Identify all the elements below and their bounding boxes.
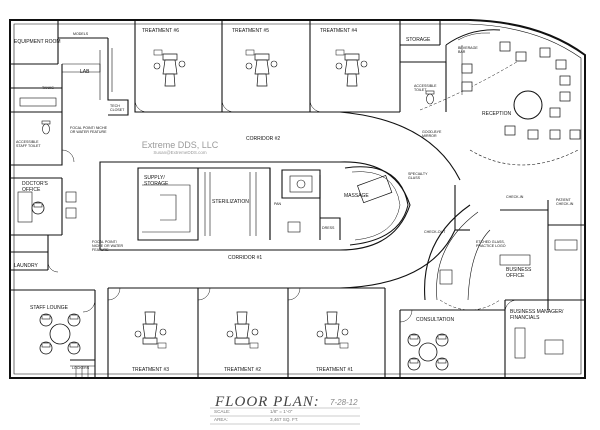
label-accessible-staff-toilet: ACCESSIBLE STAFF TOILET — [16, 140, 41, 149]
label-etched-glass: ETCHED GLASS, PRACTICE LOGO — [476, 240, 506, 249]
label-specialty-glass: SPECIALTY GLASS — [408, 172, 428, 181]
label-check-in: CHECK-IN — [506, 195, 524, 199]
label-models: MODELS — [73, 32, 89, 36]
label-treatment-2: TREATMENT #2 — [224, 367, 262, 373]
watermark-email: Susan@ExtremeDDS.com — [153, 150, 207, 155]
business-desks — [439, 239, 578, 359]
label-doctors-office: DOCTOR'S OFFICE — [22, 181, 48, 193]
treatment-rooms-bottom — [107, 287, 386, 378]
label-good-bye-mirror: GOOD-BYE MIRROR — [422, 130, 442, 139]
center-core — [99, 161, 411, 251]
scale-label: SCALE: — [214, 409, 231, 414]
label-check-out: CHECK-OUT — [424, 230, 446, 234]
plan-date: 7-28-12 — [330, 398, 358, 407]
label-treatment-4: TREATMENT #4 — [320, 28, 358, 34]
label-sterilization: STERILIZATION — [212, 199, 249, 205]
accessible-toilet-fixture — [425, 90, 435, 105]
watermark-company: Extreme DDS, LLC — [141, 140, 219, 150]
label-pan: PAN — [274, 202, 282, 206]
label-accessible-toilet: ACCESSIBLE TOILET — [414, 84, 437, 93]
label-tanks: TANKS — [42, 86, 54, 90]
label-treatment-6: TREATMENT #6 — [142, 28, 180, 34]
corridor-arcs — [339, 111, 461, 289]
outer-walls-inner-line — [13, 23, 582, 375]
label-tech-closet: TECH CLOSET — [110, 104, 125, 113]
label-treatment-3: TREATMENT #3 — [132, 367, 170, 373]
label-massage: MASSAGE — [344, 193, 369, 199]
label-beverage-bar: BEVERAGE BAR — [458, 46, 478, 55]
doctors-office-desk — [17, 191, 77, 223]
area-label: AREA: — [214, 417, 228, 422]
business-office — [399, 200, 585, 378]
label-focal-point-1: FOCAL POINT/ NICHE OR WATER FEATURE — [70, 126, 108, 135]
label-business-manager: BUSINESS MANAGER/ FINANCIALS — [510, 309, 564, 321]
staff-toilet-fixture — [41, 120, 51, 135]
dental-chairs-top — [153, 49, 368, 87]
label-consultation: CONSULTATION — [416, 317, 455, 323]
door-swings — [47, 99, 518, 323]
dental-chairs-bottom — [134, 311, 349, 349]
label-equipment-room: EQUIPMENT ROOM — [14, 39, 61, 45]
title-block-lines — [210, 407, 360, 425]
outer-walls — [9, 19, 586, 379]
label-storage: STORAGE — [406, 37, 431, 43]
lockers — [70, 365, 95, 378]
label-corridor-2: CORRIDOR #2 — [246, 136, 281, 142]
label-staff-lounge: STAFF LOUNGE — [30, 305, 68, 311]
lab-counters — [19, 48, 113, 107]
staff-lounge-table — [39, 313, 81, 355]
scale-value: 1/8" = 1'-0" — [270, 409, 293, 414]
label-patient-check-in: PATIENT CHECK-IN — [556, 198, 574, 207]
consultation-table — [407, 333, 449, 371]
reception-seating — [461, 41, 581, 140]
supply-shelving — [142, 172, 257, 236]
label-lockers: LOCKERS — [72, 366, 90, 370]
label-supply-storage: SUPPLY/ STORAGE — [144, 175, 169, 187]
pan-equipment — [287, 175, 313, 233]
label-reception: RECEPTION — [482, 111, 512, 117]
label-dress: DRESS — [322, 226, 335, 230]
label-focal-point-2: FOCAL POINT/ NICHE OR WATER FEATURE — [92, 240, 124, 253]
area-value: 3,467 SQ. FT. — [270, 417, 299, 422]
label-treatment-5: TREATMENT #5 — [232, 28, 270, 34]
label-laundry: LAUNDRY — [14, 263, 38, 269]
label-business-office: BUSINESS OFFICE — [506, 267, 532, 279]
label-corridor-1: CORRIDOR #1 — [228, 255, 263, 261]
label-lab: LAB — [80, 69, 90, 75]
label-treatment-1: TREATMENT #1 — [316, 367, 354, 373]
plan-title: FLOOR PLAN: — [215, 394, 320, 410]
reception-area — [419, 29, 579, 166]
watermark: Extreme DDS, LLC Susan@ExtremeDDS.com — [142, 140, 219, 155]
massage-room — [344, 166, 409, 246]
